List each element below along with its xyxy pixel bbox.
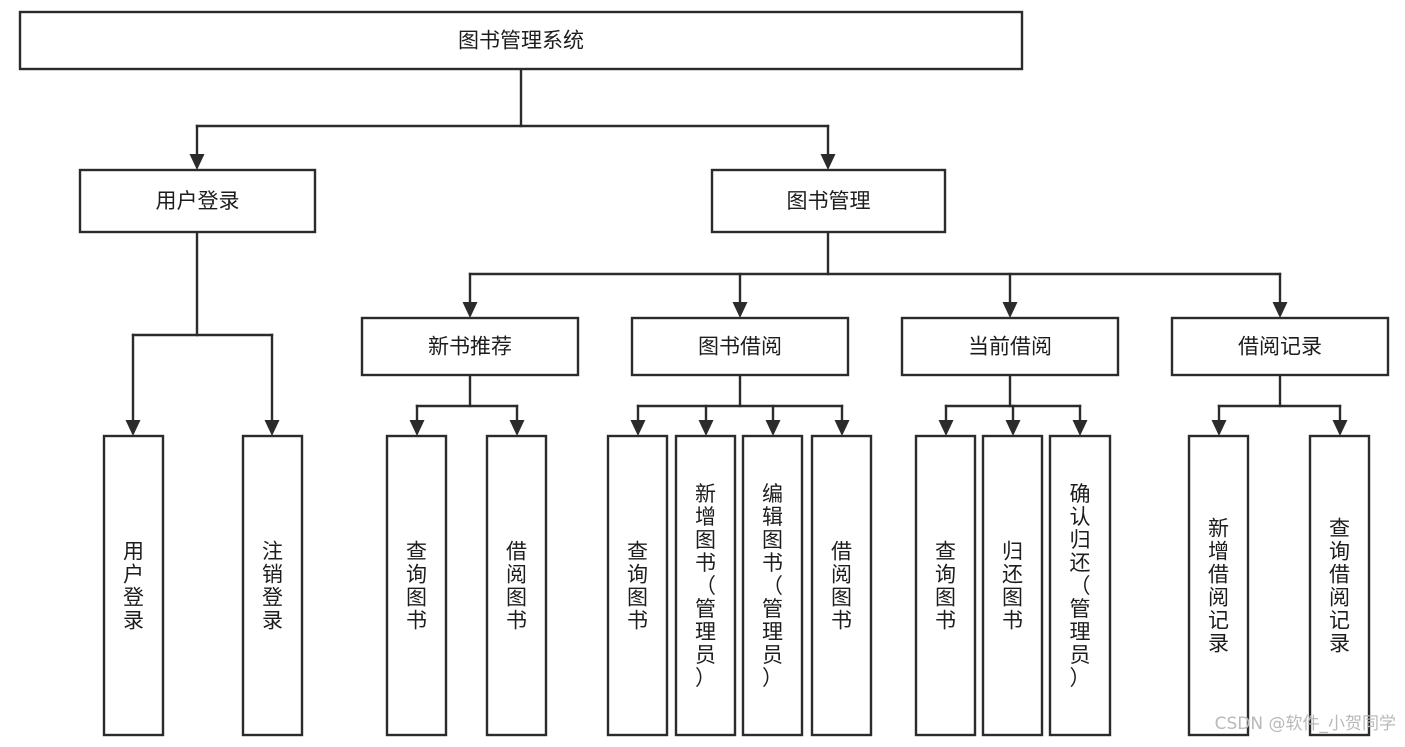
node-leaf-5-label: 新增图书（管理员）: [695, 482, 716, 690]
node-leaf-10-box[interactable]: [1048, 434, 1112, 737]
arrow-down-icon-level2-1: [820, 154, 836, 170]
arrow-down-icon-group-1-1: [698, 420, 714, 436]
node-level3-1-label: 图书借阅: [698, 335, 782, 359]
node-leaf-3-box[interactable]: [485, 434, 548, 737]
node-leaf-8[interactable]: 查询图书: [914, 434, 977, 737]
node-level3-2[interactable]: 当前借阅: [900, 316, 1120, 377]
node-leaf-6-box[interactable]: [741, 434, 804, 737]
node-leaf-12-box[interactable]: [1308, 434, 1371, 737]
node-leaf-8-box[interactable]: [914, 434, 977, 737]
arrow-down-icon-login-0: [125, 420, 141, 436]
node-leaf-4[interactable]: 查询图书: [606, 434, 669, 737]
node-level3-2-label: 当前借阅: [968, 335, 1052, 359]
arrow-down-icon-group-0-0: [409, 420, 425, 436]
arrow-down-icon-level3-1: [732, 302, 748, 318]
node-leaf-12[interactable]: 查询借阅记录: [1308, 434, 1371, 737]
node-leaf-0-label: 用户登录: [123, 539, 144, 632]
node-leaf-5[interactable]: 新增图书（管理员）: [674, 434, 737, 737]
node-leaf-2-label: 查询图书: [406, 539, 427, 632]
arrow-down-icon-group-1-3: [834, 420, 850, 436]
node-level3-3-box[interactable]: [1170, 316, 1390, 377]
node-leaf-7-box[interactable]: [810, 434, 873, 737]
node-leaf-3-label: 借阅图书: [506, 539, 527, 632]
node-level2-0-box[interactable]: [78, 168, 317, 234]
node-level2-1-label: 图书管理: [787, 189, 871, 213]
arrow-down-icon-group-2-0: [938, 420, 954, 436]
node-leaf-1-label: 注销登录: [262, 539, 283, 632]
node-level3-0[interactable]: 新书推荐: [360, 316, 580, 377]
node-leaf-7-label: 借阅图书: [831, 539, 852, 632]
arrow-down-icon-group-1-0: [630, 420, 646, 436]
arrow-down-icon-group-0-1: [509, 420, 525, 436]
node-level2-1-box[interactable]: [710, 168, 947, 234]
arrow-down-icon-level2-0: [189, 154, 205, 170]
node-leaf-1-box[interactable]: [241, 434, 304, 737]
arrow-down-icon-level3-2: [1002, 302, 1018, 318]
node-level3-3-label: 借阅记录: [1238, 335, 1322, 359]
arrow-down-icon-level3-3: [1272, 302, 1288, 318]
node-leaf-3[interactable]: 借阅图书: [485, 434, 548, 737]
node-level3-0-box[interactable]: [360, 316, 580, 377]
node-root[interactable]: 图书管理系统: [18, 10, 1024, 71]
node-level3-3[interactable]: 借阅记录: [1170, 316, 1390, 377]
node-leaf-1[interactable]: 注销登录: [241, 434, 304, 737]
node-leaf-9-box[interactable]: [981, 434, 1044, 737]
node-leaf-2-box[interactable]: [385, 434, 448, 737]
node-leaf-10[interactable]: 确认归还（管理员）: [1048, 434, 1112, 737]
node-leaf-12-label: 查询借阅记录: [1329, 516, 1350, 655]
node-leaf-0[interactable]: 用户登录: [102, 434, 165, 737]
node-leaf-6-label: 编辑图书（管理员）: [762, 482, 783, 690]
node-leaf-11-box[interactable]: [1187, 434, 1250, 737]
node-leaf-6[interactable]: 编辑图书（管理员）: [741, 434, 804, 737]
node-level2-1[interactable]: 图书管理: [710, 168, 947, 234]
node-level3-1[interactable]: 图书借阅: [630, 316, 850, 377]
arrow-down-icon-group-1-2: [765, 420, 781, 436]
node-leaf-0-box[interactable]: [102, 434, 165, 737]
node-leaf-7[interactable]: 借阅图书: [810, 434, 873, 737]
node-root-label: 图书管理系统: [458, 29, 584, 53]
arrow-down-icon-group-2-2: [1072, 420, 1088, 436]
arrow-down-icon-login-1: [264, 420, 280, 436]
node-leaf-10-label: 确认归还（管理员）: [1070, 482, 1091, 690]
node-leaf-9-label: 归还图书: [1002, 539, 1023, 632]
node-leaf-8-label: 查询图书: [935, 539, 956, 632]
arrow-down-icon-group-3-0: [1211, 420, 1227, 436]
node-root-box[interactable]: [18, 10, 1024, 71]
node-level3-0-label: 新书推荐: [428, 335, 512, 359]
node-leaf-9[interactable]: 归还图书: [981, 434, 1044, 737]
node-level2-0-label: 用户登录: [156, 189, 240, 213]
node-level2-0[interactable]: 用户登录: [78, 168, 317, 234]
arrow-down-icon-level3-0: [462, 302, 478, 318]
csdn-watermark: CSDN @软件_小贺同学: [1215, 714, 1396, 734]
node-level3-1-box[interactable]: [630, 316, 850, 377]
connectors-layer: [125, 67, 1348, 436]
nodes-layer: 图书管理系统用户登录图书管理新书推荐图书借阅当前借阅借阅记录用户登录注销登录查询…: [18, 10, 1390, 737]
node-leaf-11[interactable]: 新增借阅记录: [1187, 434, 1250, 737]
node-level3-2-box[interactable]: [900, 316, 1120, 377]
node-leaf-4-label: 查询图书: [627, 539, 648, 632]
arrow-down-icon-group-3-1: [1332, 420, 1348, 436]
node-leaf-4-box[interactable]: [606, 434, 669, 737]
node-leaf-2[interactable]: 查询图书: [385, 434, 448, 737]
node-leaf-5-box[interactable]: [674, 434, 737, 737]
arrow-down-icon-group-2-1: [1005, 420, 1021, 436]
node-leaf-11-label: 新增借阅记录: [1208, 516, 1229, 655]
